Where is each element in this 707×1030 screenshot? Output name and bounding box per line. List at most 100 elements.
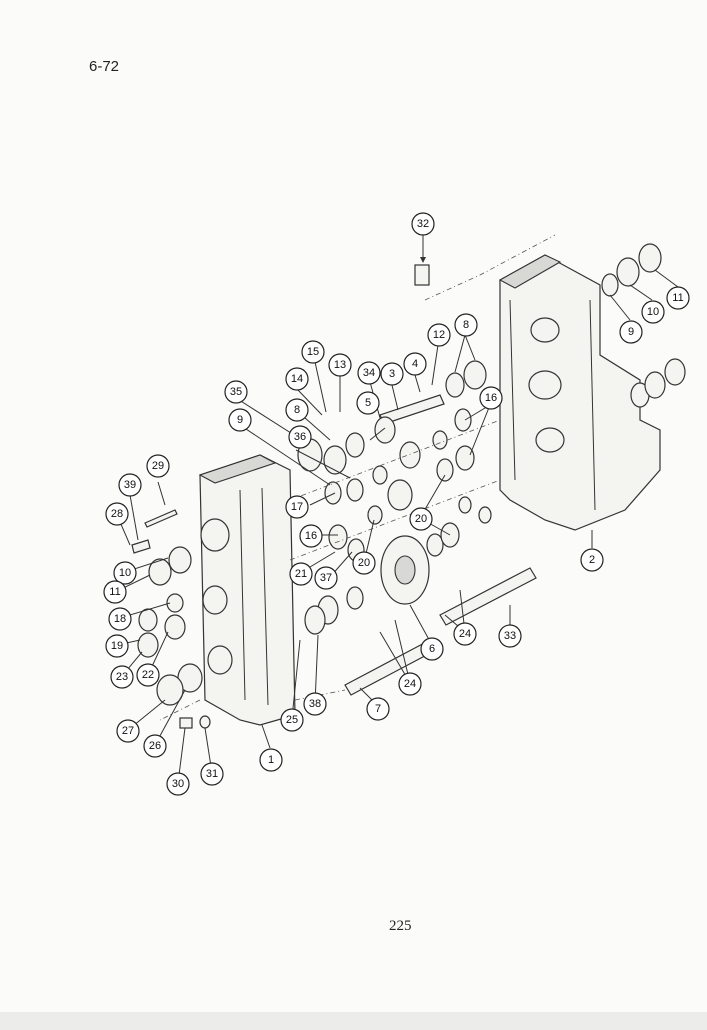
callout-38: 38 bbox=[303, 692, 327, 716]
callout-10b: 10 bbox=[113, 561, 137, 585]
callout-9b: 9 bbox=[228, 408, 252, 432]
svg-text:13: 13 bbox=[334, 359, 346, 371]
callout-27: 27 bbox=[116, 719, 140, 743]
callout-17: 17 bbox=[285, 495, 309, 519]
callout-36: 36 bbox=[288, 425, 312, 449]
page-number: 225 bbox=[389, 918, 412, 934]
callout-24b: 24 bbox=[398, 672, 422, 696]
svg-text:30: 30 bbox=[172, 778, 184, 790]
callout-12: 12 bbox=[427, 323, 451, 347]
front-housing bbox=[198, 454, 296, 726]
svg-text:39: 39 bbox=[124, 479, 136, 491]
svg-text:25: 25 bbox=[286, 714, 298, 726]
callout-14: 14 bbox=[285, 367, 309, 391]
svg-text:10: 10 bbox=[647, 306, 659, 318]
callout-26: 26 bbox=[143, 734, 167, 758]
svg-text:34: 34 bbox=[363, 367, 375, 379]
svg-text:10: 10 bbox=[119, 567, 131, 579]
rear-housing bbox=[498, 254, 661, 531]
svg-text:3: 3 bbox=[389, 368, 395, 380]
callout-33: 33 bbox=[498, 624, 522, 648]
section-label: 6-72 bbox=[89, 58, 120, 75]
callout-labels: 1 2 3 4 5 6 7 8 8 9 9 10 10 11 11 12 13 … bbox=[103, 212, 690, 796]
callout-18: 18 bbox=[108, 607, 132, 631]
svg-text:22: 22 bbox=[142, 669, 154, 681]
callout-20a: 20 bbox=[409, 507, 433, 531]
svg-text:16: 16 bbox=[305, 530, 317, 542]
callout-4: 4 bbox=[403, 352, 427, 376]
svg-text:11: 11 bbox=[109, 586, 120, 598]
svg-text:8: 8 bbox=[463, 319, 469, 331]
callout-39: 39 bbox=[118, 473, 142, 497]
callout-9a: 9 bbox=[619, 320, 643, 344]
svg-text:18: 18 bbox=[114, 613, 126, 625]
callout-31: 31 bbox=[200, 762, 224, 786]
svg-text:12: 12 bbox=[433, 329, 445, 341]
callout-22: 22 bbox=[136, 663, 160, 687]
svg-text:17: 17 bbox=[291, 501, 303, 513]
callout-8b: 8 bbox=[285, 398, 309, 422]
callout-6: 6 bbox=[420, 637, 444, 661]
callout-21: 21 bbox=[289, 562, 313, 586]
callout-3: 3 bbox=[380, 362, 404, 386]
svg-text:20: 20 bbox=[415, 513, 427, 525]
callout-16a: 16 bbox=[479, 386, 503, 410]
callout-35: 35 bbox=[224, 380, 248, 404]
svg-text:21: 21 bbox=[295, 568, 307, 580]
callout-13: 13 bbox=[328, 353, 352, 377]
svg-text:9: 9 bbox=[628, 326, 634, 338]
svg-text:19: 19 bbox=[111, 640, 123, 652]
callout-11b: 11 bbox=[103, 580, 127, 604]
svg-text:14: 14 bbox=[291, 373, 303, 385]
callout-23: 23 bbox=[110, 665, 134, 689]
callout-29: 29 bbox=[146, 454, 170, 478]
svg-text:7: 7 bbox=[375, 703, 381, 715]
callout-16b: 16 bbox=[299, 524, 323, 548]
shafts bbox=[344, 394, 537, 696]
svg-text:11: 11 bbox=[672, 292, 683, 304]
svg-text:5: 5 bbox=[365, 397, 371, 409]
svg-text:6: 6 bbox=[429, 643, 435, 655]
svg-text:32: 32 bbox=[417, 218, 429, 230]
svg-text:1: 1 bbox=[268, 754, 274, 766]
svg-text:4: 4 bbox=[412, 358, 418, 370]
svg-text:23: 23 bbox=[116, 671, 128, 683]
callout-10a: 10 bbox=[641, 300, 665, 324]
callout-24a: 24 bbox=[453, 622, 477, 646]
svg-text:24: 24 bbox=[404, 678, 416, 690]
svg-text:8: 8 bbox=[294, 404, 300, 416]
callout-30: 30 bbox=[166, 772, 190, 796]
callout-7: 7 bbox=[366, 697, 390, 721]
svg-text:38: 38 bbox=[309, 698, 321, 710]
callout-1: 1 bbox=[259, 748, 283, 772]
svg-text:24: 24 bbox=[459, 628, 471, 640]
svg-text:29: 29 bbox=[152, 460, 164, 472]
svg-text:33: 33 bbox=[504, 630, 516, 642]
svg-text:15: 15 bbox=[307, 346, 319, 358]
callout-37: 37 bbox=[314, 566, 338, 590]
svg-text:28: 28 bbox=[111, 508, 123, 520]
callout-32: 32 bbox=[411, 212, 435, 236]
scan-edge-strip bbox=[0, 1012, 707, 1030]
callout-8a: 8 bbox=[454, 313, 478, 337]
large-gear bbox=[380, 535, 430, 605]
callout-25: 25 bbox=[280, 708, 304, 732]
svg-text:35: 35 bbox=[230, 386, 242, 398]
bearings-and-rings bbox=[131, 243, 686, 729]
callout-20b: 20 bbox=[352, 551, 376, 575]
svg-text:2: 2 bbox=[589, 554, 595, 566]
svg-text:31: 31 bbox=[206, 768, 218, 780]
callout-34: 34 bbox=[357, 361, 381, 385]
callout-19: 19 bbox=[105, 634, 129, 658]
svg-text:27: 27 bbox=[122, 725, 134, 737]
svg-text:26: 26 bbox=[149, 740, 161, 752]
svg-text:16: 16 bbox=[485, 392, 497, 404]
callout-2: 2 bbox=[580, 548, 604, 572]
svg-text:20: 20 bbox=[358, 557, 370, 569]
svg-text:36: 36 bbox=[294, 431, 306, 443]
callout-5: 5 bbox=[356, 391, 380, 415]
svg-text:9: 9 bbox=[237, 414, 243, 426]
callout-15: 15 bbox=[301, 340, 325, 364]
svg-text:37: 37 bbox=[320, 572, 332, 584]
